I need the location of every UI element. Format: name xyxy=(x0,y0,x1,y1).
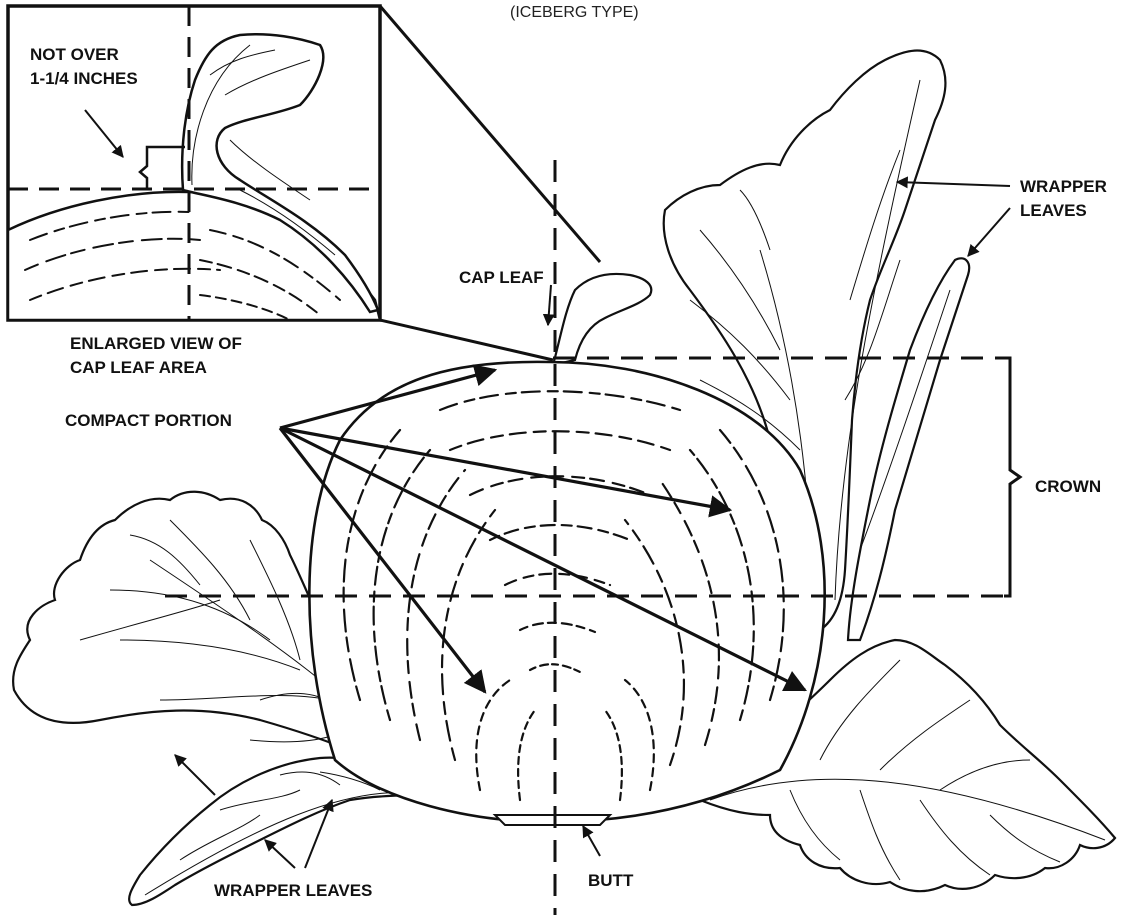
label-enlarged-line2: CAP LEAF AREA xyxy=(70,357,207,378)
crown-brace xyxy=(1004,358,1020,596)
wrapper-bottom-arrow-2 xyxy=(265,840,295,868)
label-wrapper-leaves-right-line1: WRAPPER xyxy=(1020,176,1107,197)
label-not-over-line1: NOT OVER xyxy=(30,44,119,65)
label-compact-portion: COMPACT PORTION xyxy=(65,410,232,431)
wrapper-bottom-arrow-1 xyxy=(175,755,215,795)
label-cap-leaf: CAP LEAF xyxy=(459,267,544,288)
label-butt: BUTT xyxy=(588,870,633,891)
lettuce-head xyxy=(309,362,824,825)
diagram-title: (ICEBERG TYPE) xyxy=(510,2,639,23)
label-crown: CROWN xyxy=(1035,476,1101,497)
label-not-over-line2: 1-1/4 INCHES xyxy=(30,68,138,89)
label-wrapper-leaves-right-line2: LEAVES xyxy=(1020,200,1087,221)
butt-arrow xyxy=(583,826,600,856)
inset-callout-lines xyxy=(380,6,600,360)
label-wrapper-leaves-bottom: WRAPPER LEAVES xyxy=(214,880,372,901)
wrapper-arrow-2 xyxy=(968,208,1010,256)
cap-leaf xyxy=(553,274,651,365)
cap-leaf-arrow xyxy=(548,285,551,325)
label-enlarged-line1: ENLARGED VIEW OF xyxy=(70,333,242,354)
